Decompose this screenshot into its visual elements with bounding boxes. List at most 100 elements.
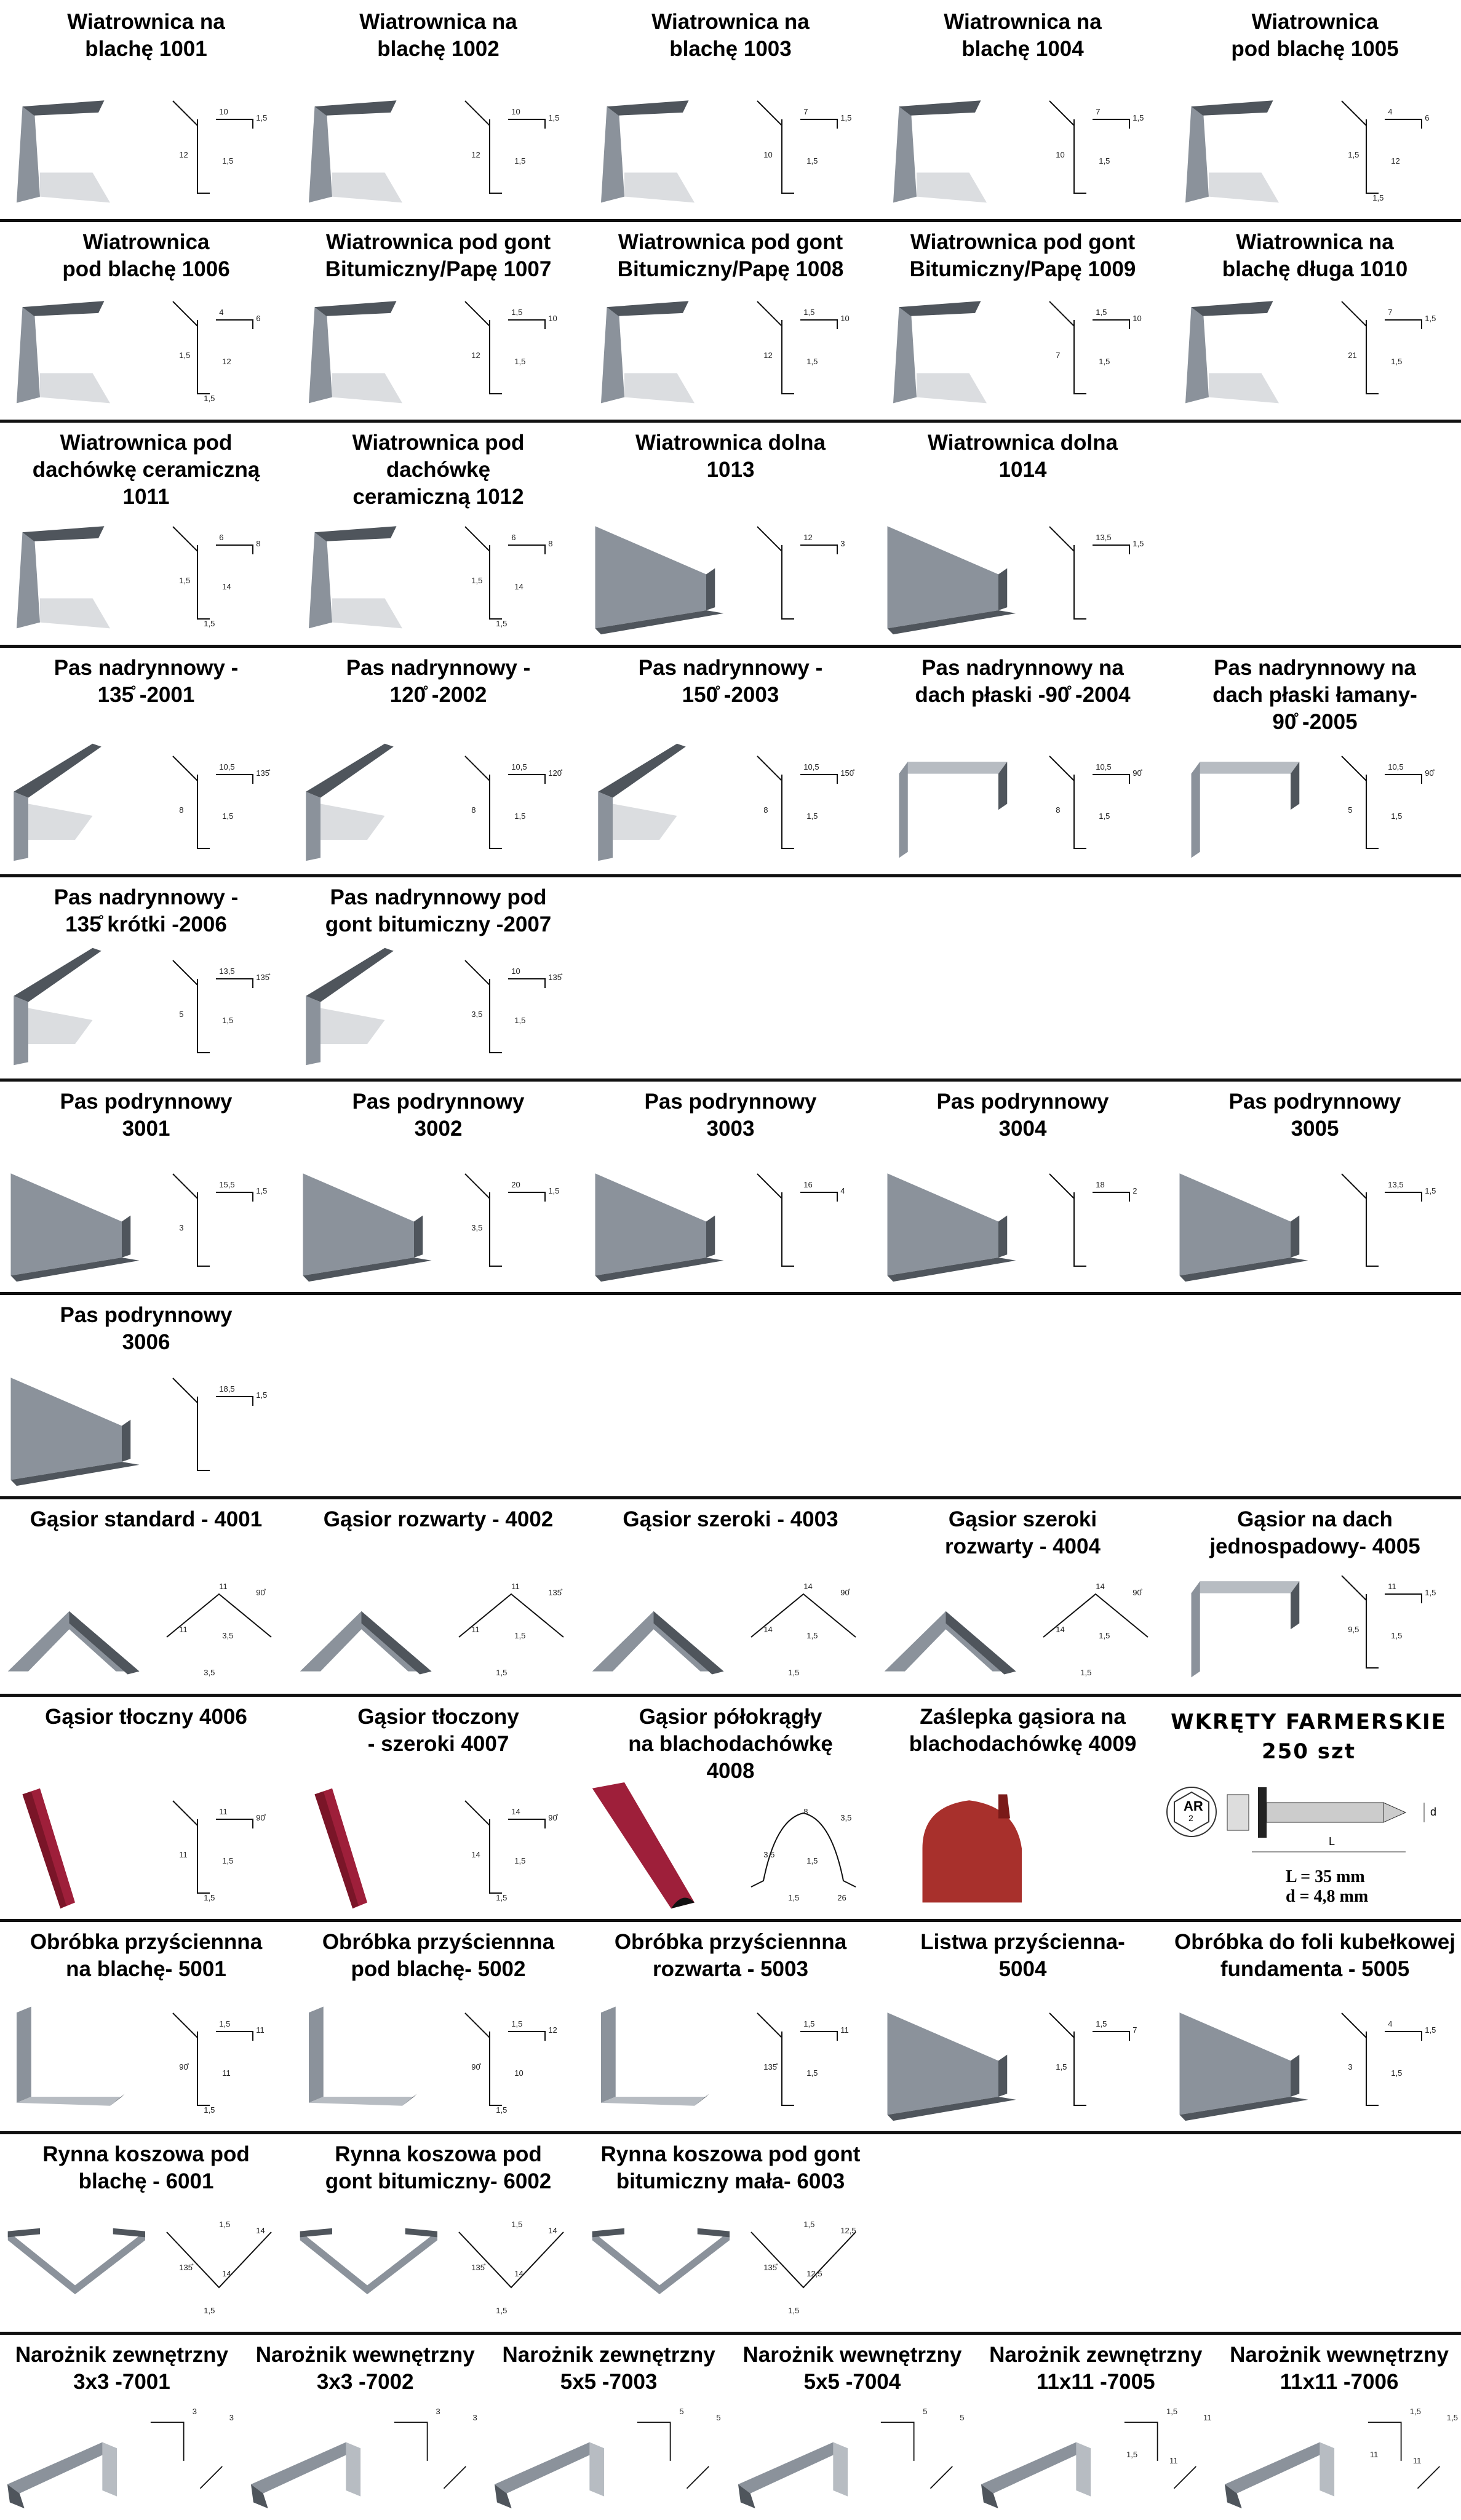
dimension-label: 1,5	[179, 351, 191, 360]
dimension-label: 12	[471, 351, 480, 360]
title-line: Pas nadrynnowy na	[1214, 656, 1416, 680]
dimension-label: 5	[960, 2413, 965, 2422]
dimension-label: 1,5	[222, 156, 234, 165]
product-image	[1191, 762, 1300, 858]
dimension-label: 14	[471, 1850, 480, 1859]
dimension-label: 1,5	[496, 1893, 508, 1902]
title-line: Pas podrynnowy	[936, 1090, 1109, 1114]
title-line: Pas nadrynnowy -	[638, 656, 823, 680]
title-line: Narożnik wewnętrzny	[255, 2343, 475, 2367]
dimension-label: 90̊	[256, 1588, 265, 1597]
title-line: 5x5 -7004	[803, 2370, 901, 2394]
dimension-label: 1,5	[803, 2019, 815, 2028]
dimension-label: 1,5	[222, 1016, 234, 1025]
length-label: L	[1329, 1835, 1336, 1848]
dimension-label: 1,5	[806, 357, 818, 366]
product-image	[17, 301, 110, 404]
title-line: Pas nadrynnowy -	[54, 885, 239, 909]
profile-line-icon	[172, 2012, 254, 2106]
title-line: Narożnik wewnętrzny	[1230, 2343, 1449, 2367]
dimension-label: 1,5	[803, 2220, 815, 2229]
title-line: Listwa przyścienna-	[920, 1930, 1125, 1954]
product-image	[7, 2228, 145, 2295]
dimension-label: 3,5	[222, 1631, 234, 1640]
dimension-label: 90̊	[256, 1813, 265, 1822]
dimension-label: 2	[1133, 1186, 1137, 1195]
dimension-label: 14	[511, 1807, 520, 1816]
dimension-label: 135̊	[256, 768, 269, 778]
dimension-label: 5	[179, 1010, 184, 1019]
dimension-label: 14	[548, 2226, 557, 2235]
dimension-label: 1,5	[1425, 314, 1436, 323]
dimension-label: 1,5	[1391, 2068, 1403, 2078]
dimension-label: 3,5	[471, 1010, 483, 1019]
dimension-label: 11	[219, 1807, 228, 1816]
